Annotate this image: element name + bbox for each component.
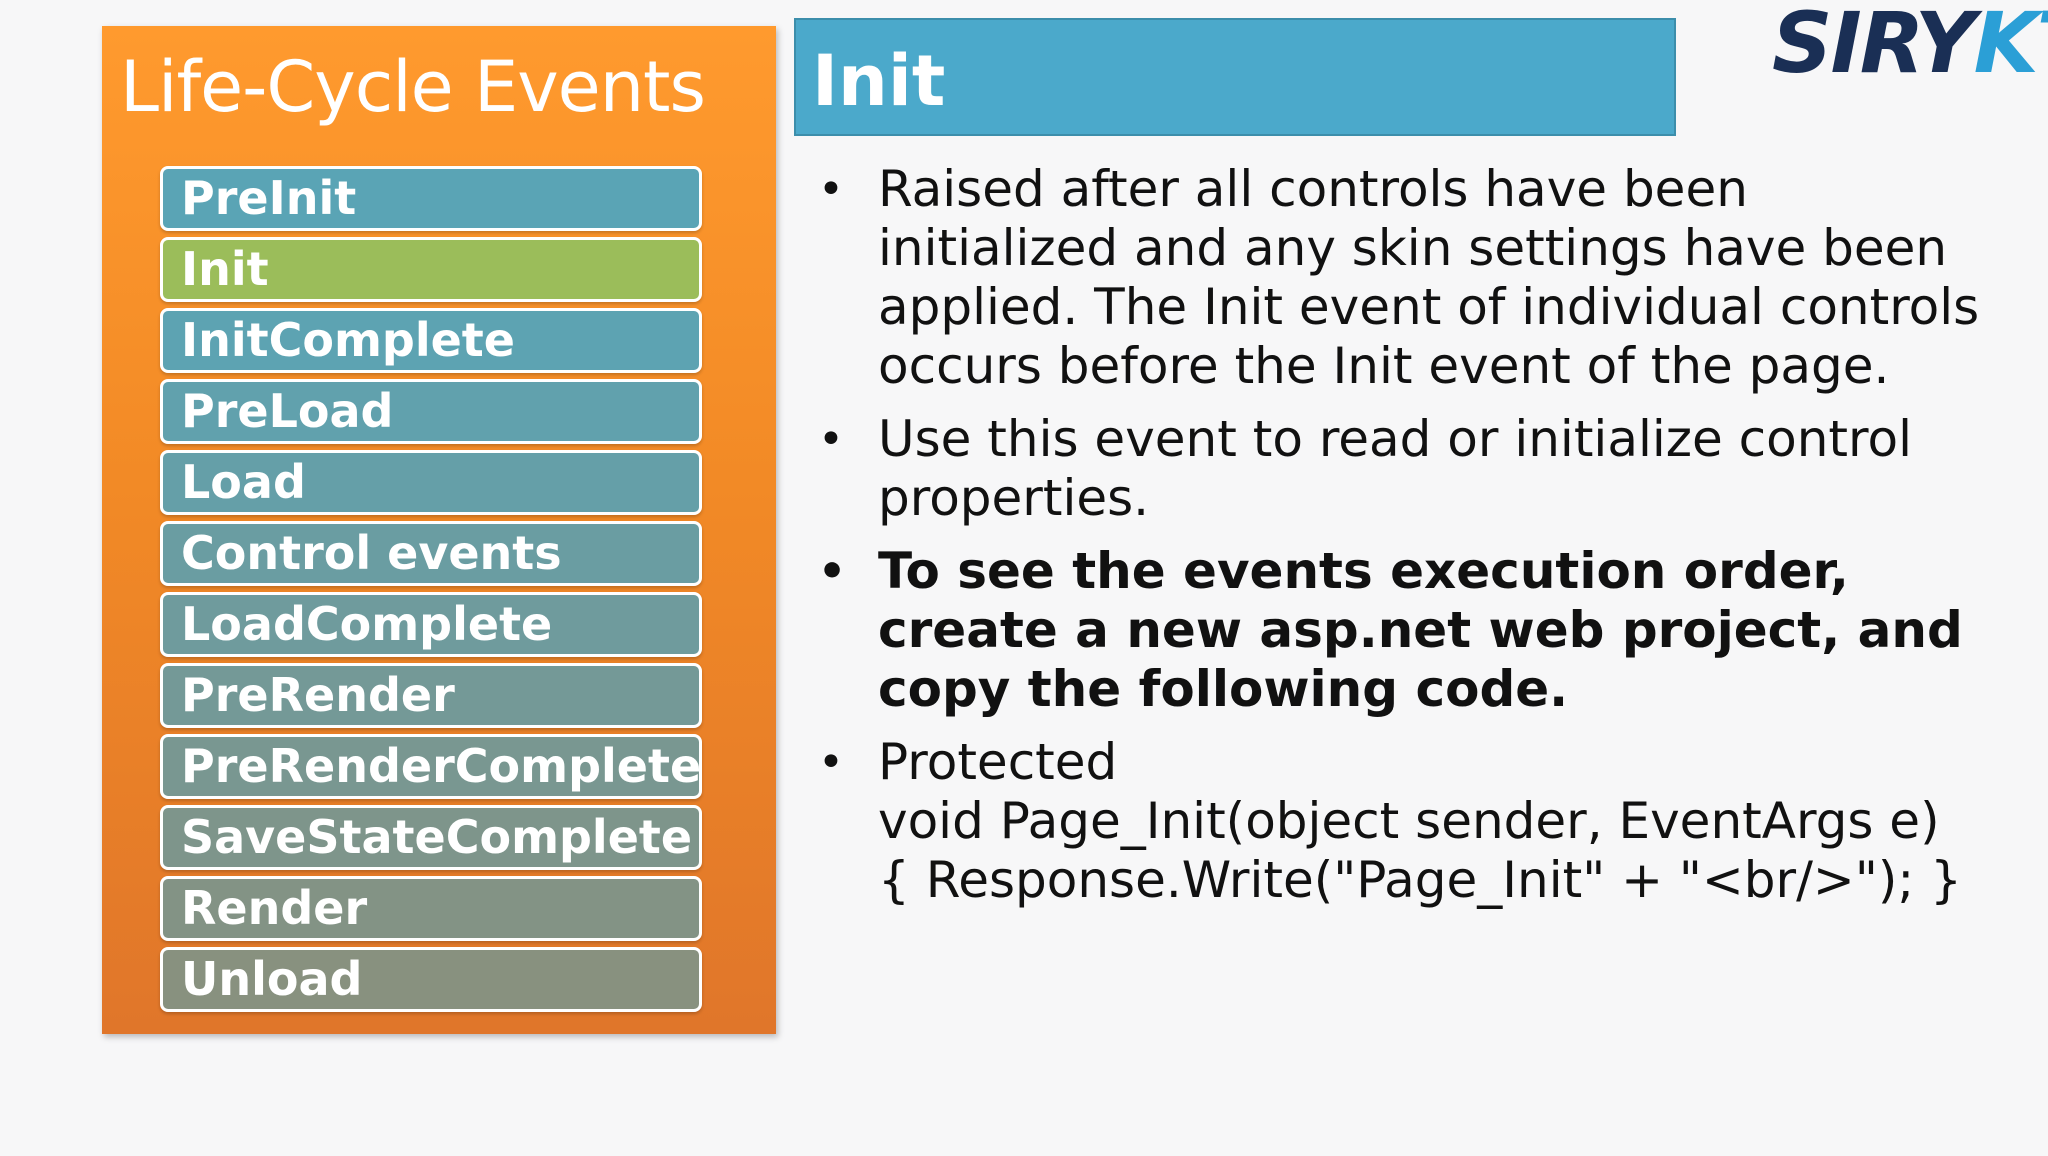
bullet-item-bold: • To see the events execution order, cre… bbox=[812, 542, 2002, 719]
code-line-1: Protected bbox=[878, 733, 1118, 791]
bullet-dot: • bbox=[818, 546, 847, 597]
bullet-list: • Raised after all controls have been in… bbox=[812, 160, 2002, 924]
event-item-preload: PreLoad bbox=[160, 379, 702, 444]
logo-text-dark: SIRY bbox=[1772, 0, 1976, 92]
event-item-init: Init bbox=[160, 237, 702, 302]
code-line-2: void Page_Init(object sender, EventArgs … bbox=[878, 792, 1940, 850]
event-item-unload: Unload bbox=[160, 947, 702, 1012]
bullet-dot: • bbox=[818, 414, 844, 465]
panel-title: Life-Cycle Events bbox=[120, 46, 706, 128]
event-item-control-events: Control events bbox=[160, 521, 702, 586]
bullet-dot: • bbox=[818, 164, 844, 215]
event-item-preinit: PreInit bbox=[160, 166, 702, 231]
bullet-dot: • bbox=[818, 737, 844, 788]
bullet-item: • Raised after all controls have been in… bbox=[812, 160, 2002, 396]
code-line-3: { Response.Write("Page_Init" + "<br/>");… bbox=[878, 851, 1962, 909]
event-item-prerender: PreRender bbox=[160, 663, 702, 728]
logo-text-blue: KT bbox=[1973, 0, 2048, 92]
slide-title: Init bbox=[812, 40, 946, 122]
bullet-item-code: • Protected void Page_Init(object sender… bbox=[812, 733, 2002, 910]
event-item-loadcomplete: LoadComplete bbox=[160, 592, 702, 657]
bullet-item: • Use this event to read or initialize c… bbox=[812, 410, 2002, 528]
bullet-text: To see the events execution order, creat… bbox=[878, 542, 1963, 718]
event-item-initcomplete: InitComplete bbox=[160, 308, 702, 373]
event-item-render: Render bbox=[160, 876, 702, 941]
slide-header: Init bbox=[794, 18, 1676, 136]
bullet-text: Use this event to read or initialize con… bbox=[878, 410, 1912, 527]
event-item-load: Load bbox=[160, 450, 702, 515]
event-item-savestatecomplete: SaveStateComplete bbox=[160, 805, 702, 870]
brand-logo: SIRYKT bbox=[1772, 0, 2048, 92]
event-item-prerendercomplete: PreRenderComplete bbox=[160, 734, 702, 799]
bullet-text: Raised after all controls have been init… bbox=[878, 160, 1980, 395]
